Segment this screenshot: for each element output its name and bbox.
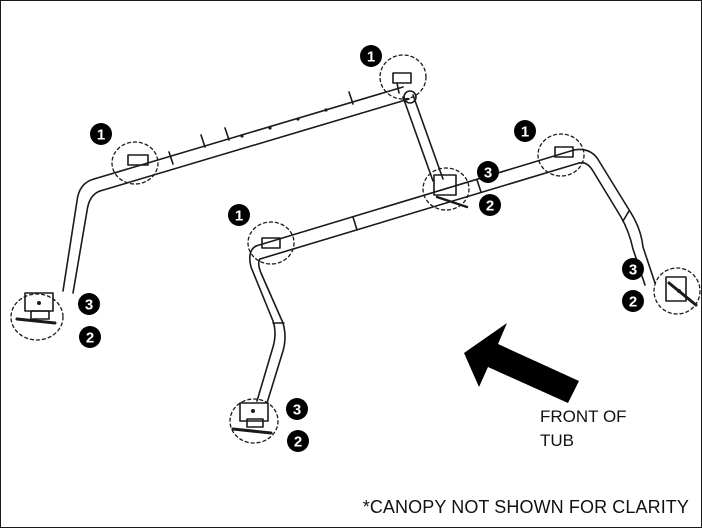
dashed-circle-front-left-foot (229, 398, 279, 444)
callout-2-front-left-foot: 2 (287, 430, 309, 452)
dashed-circle-top (379, 54, 427, 100)
callout-2-right-foot: 2 (622, 290, 644, 312)
svg-text:2: 2 (486, 198, 494, 215)
callout-1-left: 1 (90, 123, 112, 145)
dashed-circle-center (422, 167, 470, 211)
callout-2-center: 2 (479, 194, 501, 216)
foot-bracket-right (665, 276, 698, 307)
svg-text:1: 1 (235, 208, 243, 225)
svg-text:2: 2 (294, 434, 302, 451)
callout-2-back-left-foot: 2 (79, 326, 101, 348)
svg-text:1: 1 (367, 49, 375, 66)
arrow-up-left-icon (464, 323, 579, 403)
top-clamp-left (127, 154, 149, 166)
callout-1-front: 1 (228, 204, 250, 226)
svg-text:2: 2 (86, 330, 94, 347)
front-crossbar (249, 148, 656, 404)
diagonal-strut (402, 90, 444, 182)
callout-1-top: 1 (360, 45, 382, 67)
callout-1-right: 1 (514, 120, 536, 142)
dashed-circle-right (537, 133, 585, 177)
dashed-circle-back-left-foot (10, 293, 64, 341)
front-label-line-2: TUB (540, 431, 574, 450)
front-label-line-1: FRONT OF (540, 407, 627, 426)
front-of-tub-label: FRONT OF TUB (540, 405, 660, 453)
callout-3-front-left-foot: 3 (286, 398, 308, 420)
back-crossbar (62, 86, 410, 294)
svg-text:3: 3 (629, 262, 637, 279)
dashed-circle-left (111, 141, 159, 185)
svg-text:3: 3 (484, 165, 492, 182)
top-clamp-front (261, 237, 281, 249)
callout-3-center: 3 (477, 161, 499, 183)
clarity-footnote: *CANOPY NOT SHOWN FOR CLARITY (362, 497, 689, 517)
callout-3-back-left-foot: 3 (78, 293, 100, 315)
center-clamp (433, 174, 469, 209)
svg-text:2: 2 (629, 294, 637, 311)
dashed-circle-front (247, 221, 295, 265)
top-clamp-top (392, 72, 412, 94)
top-clamp-right (554, 146, 574, 158)
svg-text:1: 1 (521, 124, 529, 141)
dashed-circle-right-foot (653, 267, 701, 315)
svg-text:1: 1 (97, 127, 105, 144)
foot-bracket-front-left (231, 402, 273, 435)
foot-bracket-back-left (15, 292, 57, 325)
callout-3-right-foot: 3 (622, 258, 644, 280)
svg-text:3: 3 (293, 402, 301, 419)
svg-text:3: 3 (85, 297, 93, 314)
